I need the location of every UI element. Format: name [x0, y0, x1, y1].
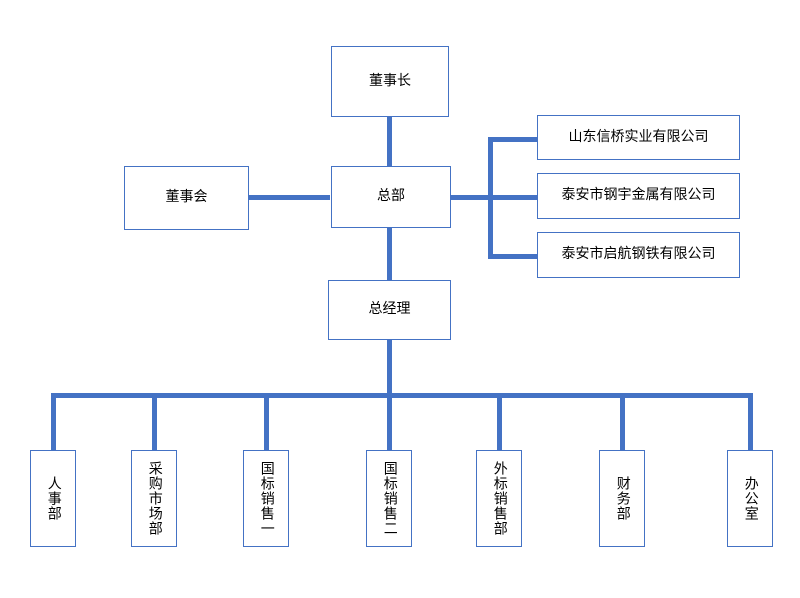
connector-drop-department-5: [497, 393, 502, 451]
node-general-manager[interactable]: 总经理: [328, 280, 451, 340]
connector-drop-department-1: [51, 393, 56, 451]
node-chairman-label: 董事长: [369, 72, 411, 89]
node-department-4[interactable]: 国标销售二: [366, 450, 412, 547]
node-subsidiary-1[interactable]: 山东信桥实业有限公司: [537, 115, 740, 160]
node-department-1-label: 人事部: [45, 476, 62, 521]
node-department-7-label: 办公室: [742, 476, 759, 521]
node-subsidiary-1-label: 山东信桥实业有限公司: [568, 128, 709, 145]
connector-headquarters-to-subsidiary-trunk: [451, 195, 541, 200]
connector-branch-subsidiary-1: [488, 137, 540, 142]
connector-drop-department-2: [152, 393, 157, 451]
node-subsidiary-3[interactable]: 泰安市启航钢铁有限公司: [537, 232, 740, 278]
connector-drop-department-3: [264, 393, 269, 451]
connector-chairman-to-headquarters: [387, 117, 392, 168]
node-subsidiary-3-label: 泰安市启航钢铁有限公司: [561, 246, 716, 263]
node-department-6-label: 财务部: [614, 476, 631, 521]
node-department-4-label: 国标销售二: [381, 461, 398, 536]
node-department-3-label: 国标销售一: [258, 461, 275, 536]
connector-board-to-headquarters: [248, 195, 330, 200]
node-board-of-directors-label: 董事会: [165, 189, 208, 206]
node-board-of-directors[interactable]: 董事会: [124, 166, 249, 230]
node-department-2[interactable]: 采购市场部: [131, 450, 177, 547]
node-chairman[interactable]: 董事长: [331, 46, 449, 117]
connector-drop-department-6: [620, 393, 625, 451]
connector-subsidiary-trunk: [488, 137, 493, 259]
connector-department-bus: [52, 393, 751, 398]
connector-drop-department-7: [748, 393, 753, 451]
connector-general-manager-to-bus: [387, 340, 392, 397]
connector-headquarters-to-general-manager: [387, 227, 392, 280]
node-department-2-label: 采购市场部: [146, 461, 163, 536]
node-department-3[interactable]: 国标销售一: [243, 450, 289, 547]
connector-branch-subsidiary-3: [488, 254, 540, 259]
node-department-6[interactable]: 财务部: [599, 450, 645, 547]
node-subsidiary-2-label: 泰安市钢宇金属有限公司: [561, 187, 716, 204]
node-headquarters[interactable]: 总部: [331, 166, 451, 228]
node-subsidiary-2[interactable]: 泰安市钢宇金属有限公司: [537, 173, 740, 219]
node-department-5[interactable]: 外标销售部: [476, 450, 522, 547]
node-headquarters-label: 总部: [377, 188, 405, 205]
connector-drop-department-4: [387, 393, 392, 451]
node-general-manager-label: 总经理: [368, 301, 411, 318]
node-department-7[interactable]: 办公室: [727, 450, 773, 547]
node-department-5-label: 外标销售部: [491, 461, 508, 536]
node-department-1[interactable]: 人事部: [30, 450, 76, 547]
